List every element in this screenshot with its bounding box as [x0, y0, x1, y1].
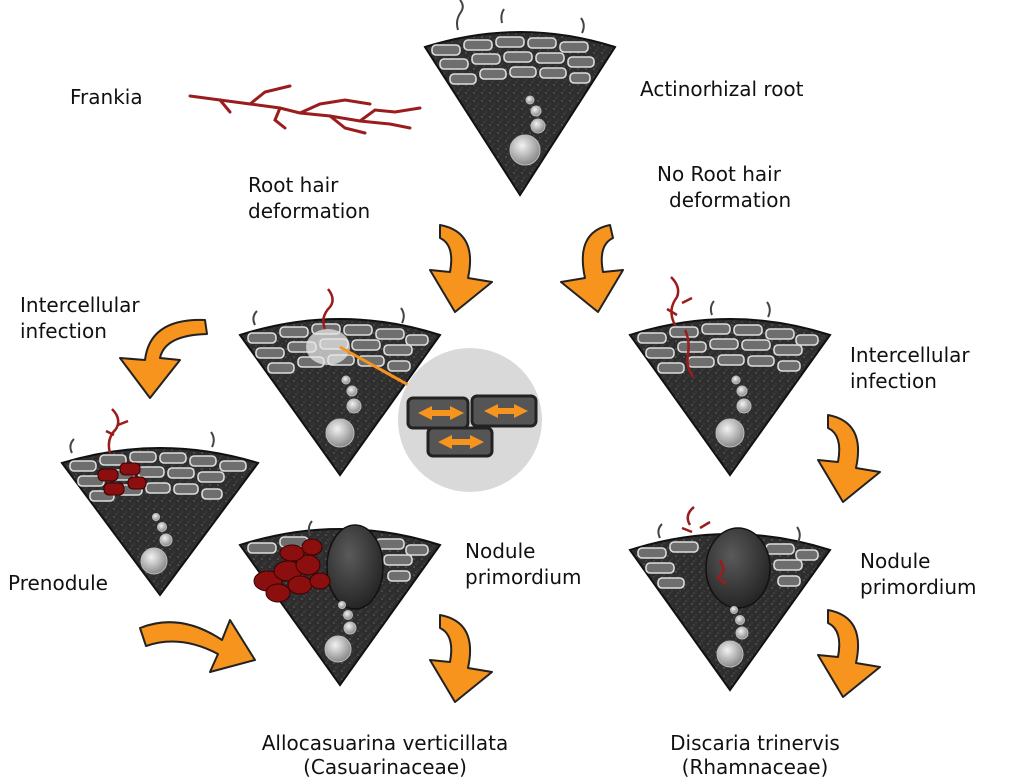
label-root-hair-deformation-2: deformation [248, 199, 370, 223]
label-nodule-primordium-right-1: Nodule [860, 549, 930, 573]
label-discaria-2: (Rhamnaceae) [682, 755, 829, 779]
label-root-hair-deformation-1: Root hair [248, 173, 339, 197]
arrow-primordium-to-allocasuarina [430, 615, 492, 702]
arrow-root-hair-deformation [430, 225, 492, 312]
label-nodule-primordium-center-1: Nodule [465, 539, 535, 563]
intercellular-infection-wedge-right [630, 277, 830, 475]
arrow-intercellular-infection-left [120, 320, 207, 398]
deformation-inset [398, 348, 542, 492]
label-intercellular-infection-right-1: Intercellular [850, 343, 970, 367]
label-frankia: Frankia [70, 85, 143, 109]
label-actinorhizal-root: Actinorhizal root [640, 77, 804, 101]
arrow-intercellular-infection-right [818, 415, 880, 502]
label-no-root-hair-deformation-1: No Root hair [657, 162, 782, 186]
label-allocasuarina-2: (Casuarinaceae) [303, 755, 467, 779]
label-intercellular-infection-right-2: infection [850, 369, 937, 393]
actinorhizal-root-wedge [425, 0, 615, 195]
frankia-hyphae [190, 86, 420, 133]
label-intercellular-infection-left-2: infection [20, 319, 107, 343]
arrow-no-root-hair-deformation [561, 225, 623, 312]
label-intercellular-infection-left-1: Intercellular [20, 293, 140, 317]
prenodule-wedge [62, 409, 258, 595]
label-no-root-hair-deformation-2: deformation [669, 188, 791, 212]
label-nodule-primordium-right-2: primordium [860, 575, 976, 599]
arrow-primordium-to-discaria [818, 610, 880, 697]
nodule-primordium-wedge-right [630, 507, 830, 690]
label-nodule-primordium-center-2: primordium [465, 565, 581, 589]
label-prenodule: Prenodule [8, 571, 108, 595]
nodule-primordium-wedge-center [240, 521, 440, 685]
arrow-prenodule-to-primordium [140, 620, 255, 672]
label-discaria-1: Discaria trinervis [670, 731, 840, 755]
label-allocasuarina-1: Allocasuarina verticillata [262, 731, 508, 755]
